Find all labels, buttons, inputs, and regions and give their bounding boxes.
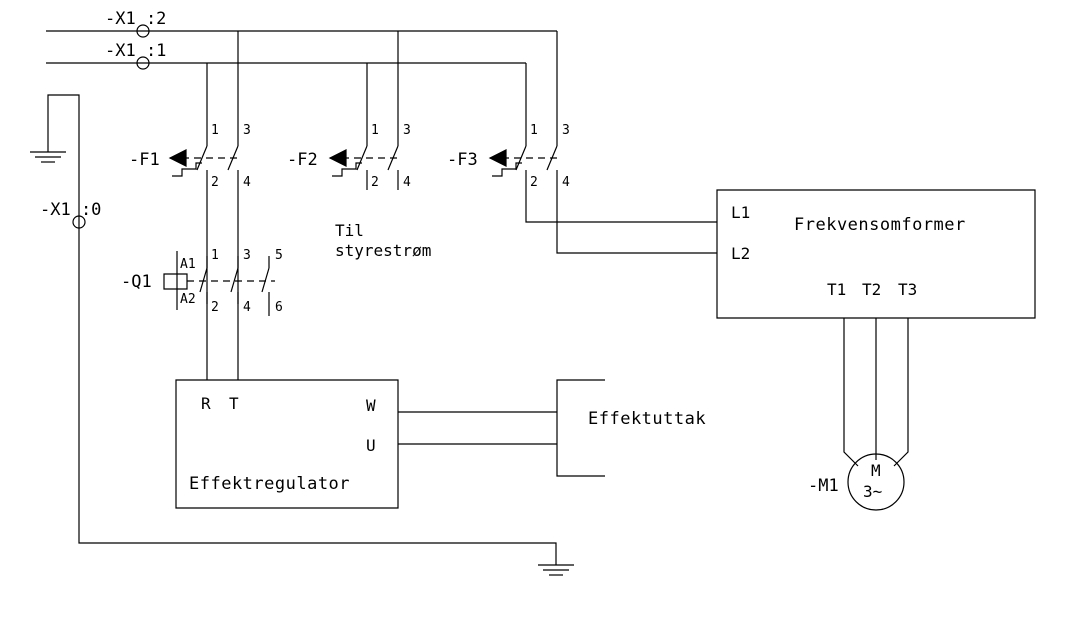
coil-terminal-label: A2 [180,292,196,307]
terminal-icon [137,57,149,69]
breaker-f3-pin: 1 [530,123,538,138]
converter-input-l2: L2 [731,244,751,263]
breaker-f3-pin: 3 [562,123,570,138]
breaker-f1-pin: 3 [243,123,251,138]
terminal-x1-2-label: -X1 :2 [105,9,167,29]
breaker-f2-pin: 1 [371,123,379,138]
contactor-pin: 3 [243,248,251,263]
converter-output-t2: T2 [862,280,882,299]
earth-conductor [48,95,556,565]
regulator-output-wiring [398,380,605,476]
motor-phase: 3~ [863,482,883,501]
frequency-converter-title: Frekvensomformer [794,215,966,235]
coil-terminal-label: A1 [180,257,196,272]
contactor-pin: 2 [211,300,219,315]
breaker-f1-pin: 4 [243,175,251,190]
contactor-q1-tag: -Q1 [121,272,152,292]
motor-symbol: M [871,461,881,480]
breaker-f2-tag: -F2 [287,150,318,170]
terminal-x1-0-label: -X1 :0 [40,200,102,220]
breaker-f2-pin: 2 [371,175,379,190]
regulator-input-r: R [201,394,211,413]
contactor-pin: 6 [275,300,283,315]
breaker-f1-pin: 2 [211,175,219,190]
breaker-f3-pin: 2 [530,175,538,190]
contactor-pin: 4 [243,300,251,315]
contactor-contacts [187,256,280,316]
terminal-icon [73,216,85,228]
terminal-icon [137,25,149,37]
converter-output-t1: T1 [827,280,847,299]
busbar-x1-1 [46,63,526,130]
regulator-input-t: T [229,394,239,413]
breaker-icon [490,130,717,253]
breaker-icon [330,130,398,190]
ground-icon [30,152,66,162]
breaker-f2-pin: 4 [403,175,411,190]
power-regulator-title: Effektregulator [189,474,351,494]
contactor-pin: 1 [211,248,219,263]
breaker-f3-tag: -F3 [447,150,478,170]
breaker-f1-pin: 1 [211,123,219,138]
converter-input-l1: L1 [731,203,751,222]
regulator-output-w: W [366,396,376,415]
power-outlet-label: Effektuttak [588,409,707,429]
breaker-f3-pin: 4 [562,175,570,190]
motor-m1-tag: -M1 [808,476,839,496]
contactor-pin: 5 [275,248,283,263]
ground-icon [538,565,574,575]
control-current-note: Til [335,221,364,240]
motor-icon [848,454,904,510]
busbar-x1-2 [46,31,557,130]
terminal-x1-1-label: -X1 :1 [105,41,167,61]
regulator-output-u: U [366,436,376,455]
breaker-f2-pin: 3 [403,123,411,138]
motor-wiring [844,318,908,466]
converter-output-t3: T3 [898,280,918,299]
control-current-note: styrestrøm [335,241,432,260]
breaker-f1-tag: -F1 [129,150,160,170]
breaker-icon [170,130,238,380]
